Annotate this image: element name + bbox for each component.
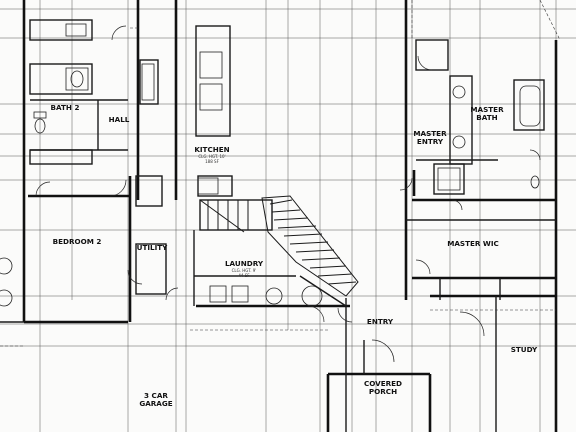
room-name: COVERED PORCH [363,379,403,396]
main-walls [22,0,558,432]
room-covered-porch: COVERED PORCH [360,380,406,396]
room-master-entry: MASTER ENTRY [410,130,450,146]
room-master-bath: MASTER BATH [466,106,508,122]
room-bedroom2: BEDROOM 2 [40,238,114,246]
room-hall: HALL [104,116,134,124]
room-name: BATH 2 [50,103,80,112]
room-name: LAUNDRY [224,259,264,268]
room-bath2: BATH 2 [40,104,90,112]
fixtures [0,23,541,307]
room-entry: ENTRY [360,318,400,326]
room-name: ENTRY [366,317,394,326]
dashed-lines [0,0,561,347]
room-utility: UTILITY [134,244,170,252]
room-dims: CLG. HGT. 10' [198,154,226,159]
room-study: STUDY [504,346,544,354]
room-name: MASTER ENTRY [413,129,447,146]
room-kitchen: KITCHEN CLG. HGT. 10' 188 SF [184,145,240,165]
room-name: UTILITY [136,243,168,252]
room-name: HALL [108,115,130,124]
room-name: MASTER BATH [470,105,504,122]
room-area: 188 SF [205,159,219,164]
stair [199,195,359,297]
room-name: 3 CAR GARAGE [139,391,173,408]
room-master-wic: MASTER WIC [440,240,506,248]
door-swings [35,25,541,363]
room-name: STUDY [510,345,538,354]
room-area: 44 SF [238,273,250,278]
room-name: BEDROOM 2 [52,237,102,246]
room-dims: CLG. HGT. 9' [231,268,257,273]
room-name: MASTER WIC [447,239,499,248]
interior-walls [0,19,556,432]
room-name: KITCHEN [194,145,230,154]
room-laundry: LAUNDRY CLG. HGT. 9' 44 SF [216,259,272,279]
room-garage: 3 CAR GARAGE [130,392,182,408]
